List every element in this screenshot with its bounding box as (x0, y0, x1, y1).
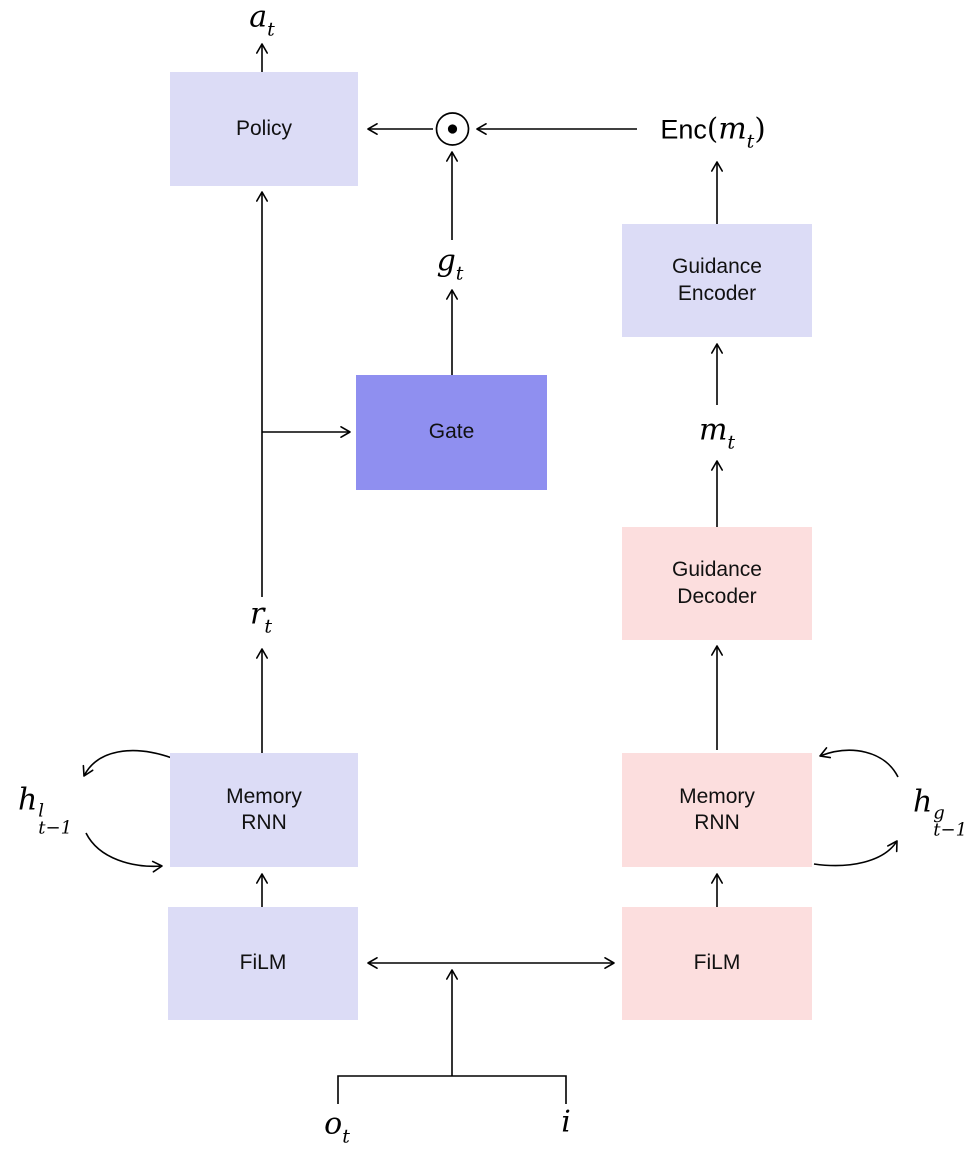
guidance-encoder-box: Guidance Encoder (622, 224, 812, 337)
action-sub: t (267, 18, 275, 41)
memory-rnn-right-box: Memory RNN (622, 753, 812, 867)
gate-box: Gate (356, 375, 547, 490)
memory-rnn-left-box: Memory RNN (170, 753, 358, 867)
guidance-encoder-label-line1: Guidance (672, 255, 762, 279)
loop-rnnleft-in (85, 832, 163, 873)
instruction-base: i (561, 1104, 571, 1140)
memory-rnn-left-label-line2: RNN (241, 811, 287, 834)
readout-sub: t (264, 615, 272, 638)
observation-sub: t (342, 1125, 350, 1148)
memory-rnn-left-label-line1: Memory (226, 784, 302, 808)
film-left-label: FiLM (239, 951, 287, 975)
guidance-decoder-label-line1: Guidance (672, 558, 762, 582)
memory-rnn-right-label-line1: Memory (679, 784, 755, 808)
gate-value-sub: t (455, 262, 464, 285)
observation-base: o (324, 1106, 343, 1142)
guidance-encoder-label-line2: Encoder (677, 281, 757, 305)
loop-rnnright-in (819, 747, 899, 778)
enc-close-paren: ) (754, 111, 766, 146)
input-bracket (337, 1075, 567, 1104)
action-base: a (249, 0, 268, 35)
odot-operator-icon (435, 112, 470, 146)
film-left-box: FiLM (168, 907, 358, 1020)
enc-open-paren: ( (706, 111, 719, 146)
guidance-decoder-label-line2: Decoder (677, 584, 757, 608)
readout-base: r (250, 596, 265, 632)
hidden-right-sub: t−1 (933, 819, 968, 841)
message-sub: t (727, 431, 736, 454)
hidden-left-base: h (17, 782, 38, 818)
message-base: m (698, 412, 728, 448)
guidance-decoder-box: Guidance Decoder (622, 527, 812, 640)
hidden-left-sup: l (38, 800, 45, 822)
instruction-label: i (561, 1105, 571, 1140)
gate-label: Gate (428, 420, 475, 444)
enc-base: m (718, 111, 747, 147)
hidden-right-sup: g (933, 802, 945, 824)
hidden-right-base: h (912, 784, 933, 820)
gate-value-base: g (436, 243, 456, 279)
loop-rnnright-out (813, 840, 898, 867)
film-right-label: FiLM (693, 951, 741, 975)
enc-sub: t (746, 130, 755, 153)
hidden-left-sub: t−1 (38, 817, 73, 839)
memory-rnn-right-label-line2: RNN (694, 811, 740, 834)
film-right-box: FiLM (622, 907, 812, 1020)
loop-rnnleft-out (82, 749, 173, 777)
policy-label: Policy (235, 116, 293, 140)
policy-box: Policy (170, 72, 358, 186)
enc-fn: Enc (660, 114, 707, 145)
